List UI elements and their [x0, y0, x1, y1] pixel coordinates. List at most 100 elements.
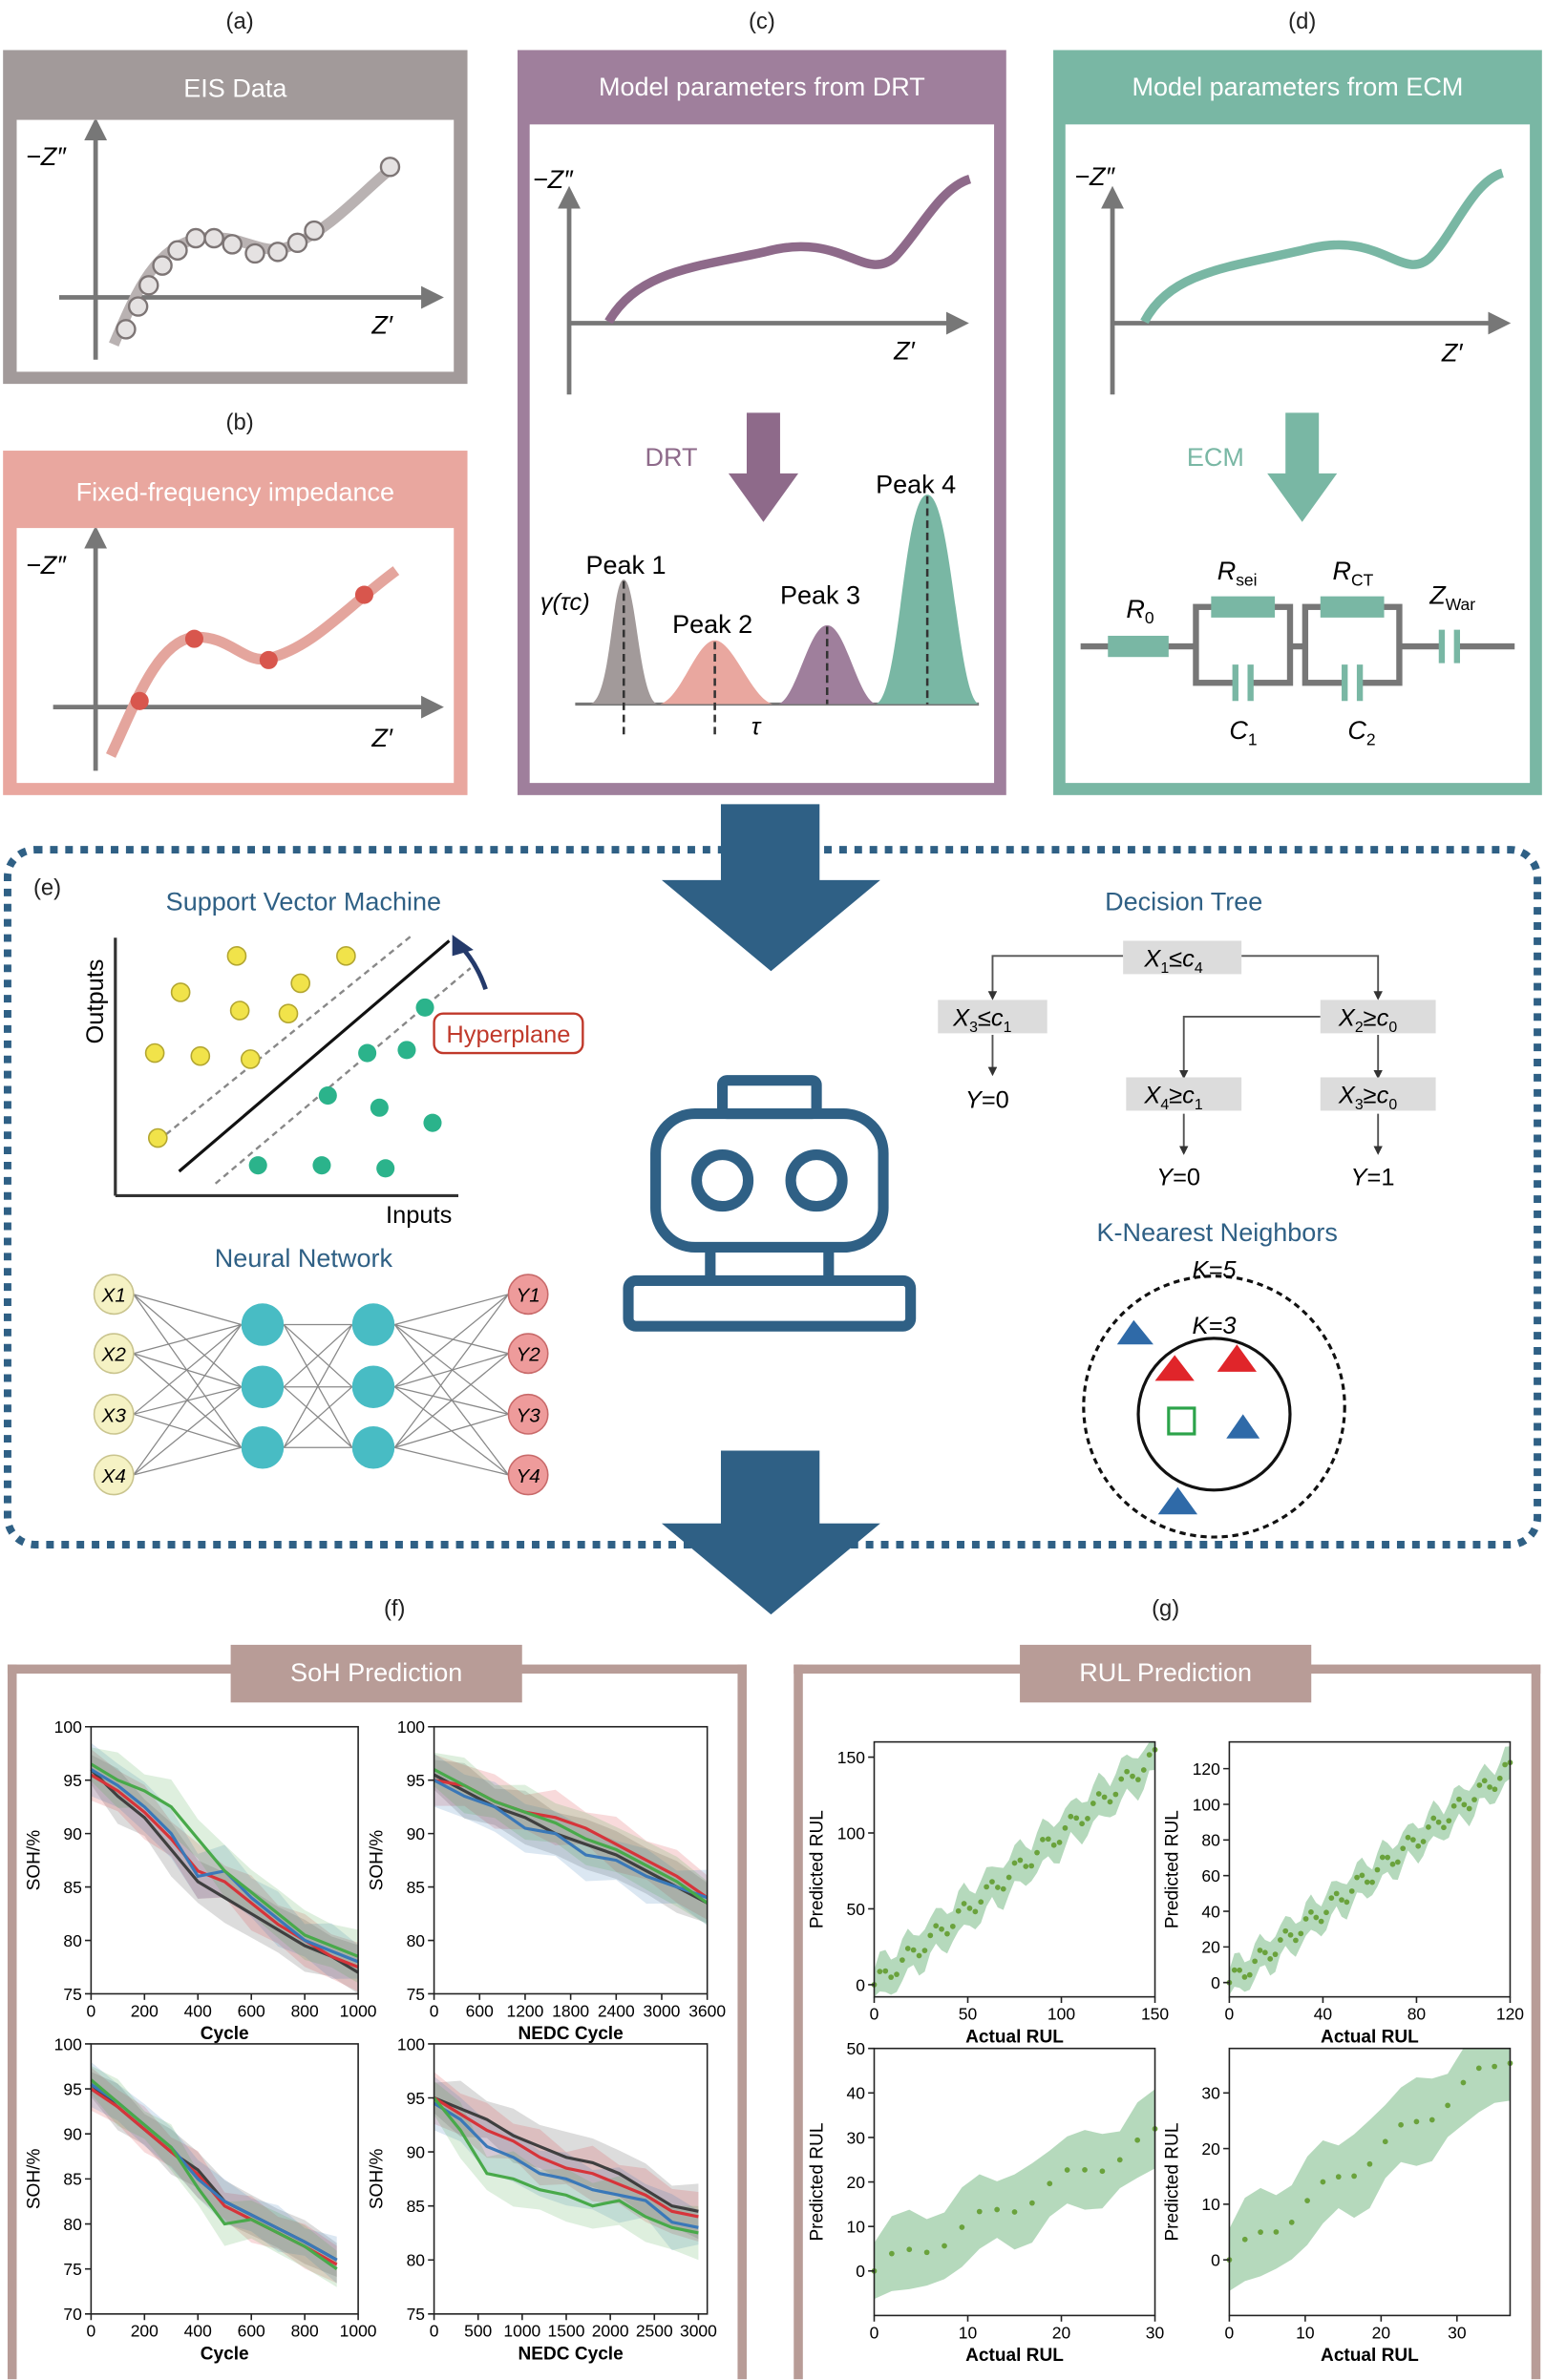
y-tick-label: 10: [1201, 2195, 1220, 2214]
plot-frame: [1228, 2047, 1512, 2317]
x-tick-label: 100: [1048, 2004, 1075, 2023]
class-blue-triangle: [1116, 1319, 1153, 1345]
down-arrow-top: [661, 804, 880, 972]
nn-edge: [283, 1386, 353, 1448]
y-tick-label: 150: [837, 1748, 865, 1767]
ff-points: [130, 585, 373, 710]
x-tick-label: 1800: [552, 2001, 589, 2020]
panel-ecm: Model parameters from ECM −Z″ Z′ ECM: [1053, 50, 1542, 795]
soh-title: SoH Prediction: [230, 1644, 522, 1703]
nn-edge: [393, 1324, 509, 1415]
ecm-arrow: [1267, 412, 1338, 522]
nn-edge: [133, 1323, 242, 1355]
x-axis-title: Actual RUL: [965, 2346, 1064, 2366]
series-line: [90, 1762, 359, 1958]
prediction-point: [1430, 1815, 1437, 1822]
prediction-point: [1492, 2063, 1497, 2070]
x-axis-title: Actual RUL: [965, 2027, 1064, 2047]
prediction-point: [1446, 1818, 1452, 1824]
series-line: [433, 2101, 699, 2229]
prediction-point: [1085, 1815, 1090, 1822]
prediction-point: [1348, 1888, 1355, 1894]
x-tick-label: 10: [959, 2323, 978, 2342]
y-tick-label: 0: [856, 1975, 865, 1994]
svg-text:X3≤c1: X3≤c1: [952, 1004, 1011, 1035]
nn-edge: [394, 1413, 509, 1448]
prediction-point: [1471, 1797, 1477, 1802]
prediction-point: [1405, 1834, 1411, 1841]
x-tick-label: 0: [430, 2322, 439, 2341]
flow-overlay: [3, 804, 1542, 1615]
c1-label: C1: [1229, 716, 1257, 748]
prediction-point: [1090, 1801, 1096, 1806]
r0-resistor: [1108, 635, 1169, 658]
prediction-point: [1257, 1948, 1263, 1953]
panel-c-title: Model parameters from DRT: [598, 73, 925, 102]
y-tick-label: 80: [407, 2251, 426, 2270]
x-tick-label: 0: [1225, 2323, 1235, 2342]
prediction-point: [1252, 1958, 1259, 1965]
prediction-point: [1028, 1863, 1035, 1869]
label-e: (e): [32, 875, 62, 902]
prediction-point: [1333, 1890, 1340, 1897]
tree-labels: X1≤c4 X3≤c1 X2≥c0 X4≥c1 X3≥c0 Y=0 Y=0 Y=…: [952, 945, 1397, 1190]
svg-text:X1≤c4: X1≤c4: [1143, 945, 1202, 976]
x-tick-label: 800: [291, 2001, 319, 2020]
prediction-point: [1272, 1951, 1279, 1958]
class-blue-triangle: [1226, 1414, 1260, 1439]
prediction-point: [1369, 1879, 1375, 1885]
nn-y4: Y4: [516, 1465, 540, 1487]
panel-fixed-frequency: Fixed-frequency impedance −Z″ Z′: [3, 451, 468, 795]
robot-icon: [623, 1075, 917, 1332]
prediction-point: [1364, 1879, 1370, 1885]
prediction-point: [1095, 1791, 1102, 1797]
gamma-label: γ(τc): [540, 589, 590, 616]
prediction-point: [1502, 1761, 1508, 1768]
nn-edge: [394, 1294, 509, 1326]
y-tick-label: 85: [407, 1878, 425, 1897]
y-tick-label: 80: [63, 1931, 82, 1950]
prediction-point: [1287, 1931, 1294, 1938]
series-line: [433, 1779, 709, 1900]
prediction-point: [1413, 2118, 1420, 2125]
rsei-label: Rsei: [1217, 557, 1258, 589]
prediction-point: [966, 1906, 973, 1911]
ml-methods-frame: [3, 846, 1542, 1548]
resistors: [1108, 596, 1385, 658]
prediction-point: [1050, 1842, 1057, 1848]
nn-edge: [394, 1446, 509, 1476]
y-axis-label: −Z″: [26, 551, 67, 579]
y-tick-label: 60: [1201, 1866, 1220, 1885]
prediction-point: [1320, 2179, 1326, 2185]
panel-drt: Model parameters from DRT −Z″ Z′ DRT: [517, 50, 1006, 795]
x-tick-label: 2500: [636, 2322, 673, 2341]
x-tick-label: 150: [1141, 2004, 1169, 2023]
y-tick-label: 50: [847, 1900, 866, 1919]
nn-edge: [133, 1324, 243, 1415]
prediction-point: [949, 1923, 956, 1929]
y-axis-title: SOH/%: [24, 1830, 44, 1891]
prediction-point: [1241, 2236, 1248, 2243]
svg-text:X2≥c0: X2≥c0: [1338, 1004, 1397, 1035]
y-tick-label: 95: [63, 1771, 81, 1790]
label-b: (b): [225, 410, 254, 436]
y-tick-label: 10: [847, 2218, 866, 2237]
y-axis-title: Predicted RUL: [1162, 1810, 1182, 1928]
prediction-point: [989, 1879, 995, 1885]
panel-d-title: Model parameters from ECM: [1132, 73, 1464, 102]
nn-edge: [394, 1323, 509, 1355]
x-tick-label: 30: [1448, 2323, 1467, 2342]
prediction-point: [1293, 1937, 1299, 1944]
prediction-point: [1466, 1805, 1472, 1812]
x-tick-label: 0: [430, 2001, 439, 2020]
nn-edge: [393, 1294, 509, 1448]
svg-text:Y=0: Y=0: [1156, 1164, 1200, 1190]
k3-circle: [1136, 1337, 1292, 1492]
y-tick-label: 0: [856, 2262, 865, 2281]
y-tick-label: 100: [397, 1717, 425, 1737]
y-tick-label: 0: [1211, 2251, 1220, 2270]
y-tick-label: 95: [407, 2089, 425, 2108]
panel-a-plot: −Z″ Z′: [16, 117, 455, 372]
prediction-point: [1288, 2220, 1295, 2225]
